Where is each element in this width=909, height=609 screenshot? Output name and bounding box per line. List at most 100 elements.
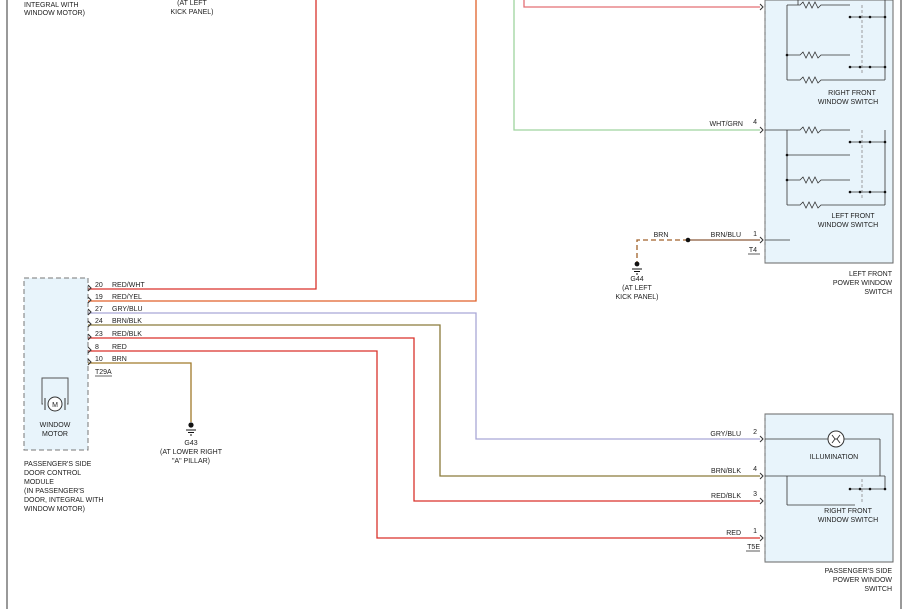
- svg-text:(AT LEFT: (AT LEFT: [177, 0, 207, 7]
- svg-text:PASSENGER'S SIDE: PASSENGER'S SIDE: [24, 461, 92, 468]
- wire-red-wht: [88, 0, 317, 290]
- splice-dot: [685, 237, 691, 243]
- svg-text:3: 3: [753, 491, 757, 498]
- wire-brn-blk: [88, 324, 760, 477]
- motor-icon: [47, 396, 63, 412]
- ps-connector-label: T5E: [747, 544, 760, 551]
- dcm-caption: PASSENGER'S SIDE DOOR CONTROL MODULE (IN…: [24, 461, 103, 513]
- svg-text:BRN/BLK: BRN/BLK: [711, 468, 741, 475]
- svg-text:(AT LEFT: (AT LEFT: [622, 285, 652, 292]
- svg-text:MOTOR: MOTOR: [42, 431, 68, 438]
- dcm-pin-row: 8 RED: [87, 344, 127, 354]
- svg-text:MODULE: MODULE: [24, 479, 54, 486]
- wire-gry-blu: [88, 312, 760, 440]
- wire-brn-ground: [636, 239, 688, 262]
- svg-text:4: 4: [753, 119, 757, 126]
- dcm-pin-row: 23 RED/BLK: [87, 331, 142, 341]
- wire-red-top: [523, 0, 760, 8]
- left-front-switch-box: [764, 0, 894, 264]
- svg-text:POWER WINDOW: POWER WINDOW: [833, 577, 892, 584]
- svg-text:POWER WINDOW: POWER WINDOW: [833, 280, 892, 287]
- dcm-pin-row: 27 GRY/BLU: [87, 306, 143, 316]
- svg-text:23: 23: [95, 331, 103, 338]
- svg-text:1: 1: [753, 231, 757, 238]
- wire-red-yel: [88, 0, 477, 302]
- svg-text:DOOR CONTROL: DOOR CONTROL: [24, 470, 81, 477]
- wire-brn: [88, 362, 192, 422]
- ps-right-front-label: RIGHT FRONT: [824, 508, 872, 515]
- svg-text:(IN PASSENGER'S: (IN PASSENGER'S: [24, 488, 85, 495]
- svg-text:19: 19: [95, 294, 103, 301]
- dcm-pin-row: 10 BRN: [87, 356, 127, 366]
- svg-text:WINDOW SWITCH: WINDOW SWITCH: [818, 517, 878, 524]
- svg-text:WINDOW MOTOR): WINDOW MOTOR): [24, 506, 85, 513]
- svg-text:WHT/GRN: WHT/GRN: [710, 121, 743, 128]
- wires: [88, 0, 760, 539]
- svg-text:DOOR, INTEGRAL WITH: DOOR, INTEGRAL WITH: [24, 497, 103, 504]
- svg-text:8: 8: [95, 344, 99, 351]
- ground-g43-icon: [188, 422, 194, 428]
- svg-text:RED/WHT: RED/WHT: [112, 282, 145, 289]
- left-front-switch: RIGHT FRONT WINDOW SWITCH LEFT FRONT WIN…: [764, 0, 894, 264]
- svg-text:SWITCH: SWITCH: [864, 289, 892, 296]
- svg-text:27: 27: [95, 306, 103, 313]
- lf-connector-label: T4: [749, 247, 757, 254]
- ground-g44: G44 (AT LEFT KICK PANEL): [615, 261, 659, 301]
- module-box: [23, 277, 89, 451]
- svg-text:BRN/BLK: BRN/BLK: [112, 318, 142, 325]
- svg-text:(AT LOWER RIGHT: (AT LOWER RIGHT: [160, 449, 223, 456]
- dcm-top-caption: INTEGRAL WITH WINDOW MOTOR): [24, 2, 85, 17]
- svg-text:20: 20: [95, 282, 103, 289]
- svg-text:LEFT FRONT: LEFT FRONT: [849, 271, 893, 278]
- passenger-switch: ILLUMINATION RIGHT FRONT WINDOW SWITCH: [764, 413, 894, 563]
- svg-text:RED/BLK: RED/BLK: [112, 331, 142, 338]
- svg-text:10: 10: [95, 356, 103, 363]
- dcm-pin-row: 24 BRN/BLK: [87, 318, 142, 328]
- svg-text:RED: RED: [112, 344, 127, 351]
- svg-text:1: 1: [753, 528, 757, 535]
- wire-red-blk: [88, 337, 760, 502]
- wire-red: [88, 350, 760, 539]
- kick-top-caption: (AT LEFT KICK PANEL): [170, 0, 213, 16]
- svg-text:4: 4: [753, 466, 757, 473]
- right-front-switch-group-upper: [786, 0, 886, 84]
- motor-symbol: M: [52, 402, 58, 409]
- svg-text:RED/YEL: RED/YEL: [112, 294, 142, 301]
- ground-g43: G43 (AT LOWER RIGHT "A" PILLAR): [160, 422, 223, 465]
- dcm-connector-label: T29A: [95, 369, 112, 376]
- passenger-switch-caption: PASSENGER'S SIDE POWER WINDOW SWITCH: [825, 568, 893, 593]
- illumination-lamp-icon: [827, 430, 845, 448]
- illumination-label: ILLUMINATION: [810, 454, 859, 461]
- dcm-pin-row: 19 RED/YEL: [87, 294, 142, 304]
- svg-text:BRN/BLU: BRN/BLU: [711, 232, 741, 239]
- svg-text:INTEGRAL WITH: INTEGRAL WITH: [24, 2, 79, 9]
- svg-text:WINDOW SWITCH: WINDOW SWITCH: [818, 222, 878, 229]
- passenger-switch-pins: GRY/BLU 2 BRN/BLK 4 RED/BLK 3 RED 1 T5E: [710, 429, 764, 552]
- svg-text:BRN: BRN: [112, 356, 127, 363]
- svg-text:RED/BLK: RED/BLK: [711, 493, 741, 500]
- svg-text:RED: RED: [726, 530, 741, 537]
- svg-text:G43: G43: [184, 440, 197, 447]
- svg-text:KICK PANEL): KICK PANEL): [170, 9, 213, 16]
- svg-text:SWITCH: SWITCH: [864, 586, 892, 593]
- lf-right-front-label: RIGHT FRONT: [828, 90, 876, 97]
- svg-text:GRY/BLU: GRY/BLU: [710, 431, 741, 438]
- ground-g44-icon: [634, 261, 640, 267]
- lf-left-front-label: LEFT FRONT: [831, 213, 875, 220]
- dcm-pin-row: 20 RED/WHT: [87, 282, 145, 292]
- svg-text:"A" PILLAR): "A" PILLAR): [172, 458, 210, 465]
- svg-text:GRY/BLU: GRY/BLU: [112, 306, 143, 313]
- wire-wht-grn: [513, 0, 760, 131]
- svg-text:KICK PANEL): KICK PANEL): [615, 294, 658, 301]
- svg-text:PASSENGER'S SIDE: PASSENGER'S SIDE: [825, 568, 893, 575]
- door-control-module: M WINDOW MOTOR: [23, 277, 89, 451]
- svg-text:WINDOW SWITCH: WINDOW SWITCH: [818, 99, 878, 106]
- svg-text:WINDOW MOTOR): WINDOW MOTOR): [24, 10, 85, 17]
- svg-text:24: 24: [95, 318, 103, 325]
- left-front-switch-caption: LEFT FRONT POWER WINDOW SWITCH: [833, 271, 893, 296]
- brn-wire-label: BRN: [654, 232, 669, 239]
- left-front-switch-pins: WHT/GRN 4 BRN/BLU 1 T4: [710, 3, 764, 255]
- svg-text:2: 2: [753, 429, 757, 436]
